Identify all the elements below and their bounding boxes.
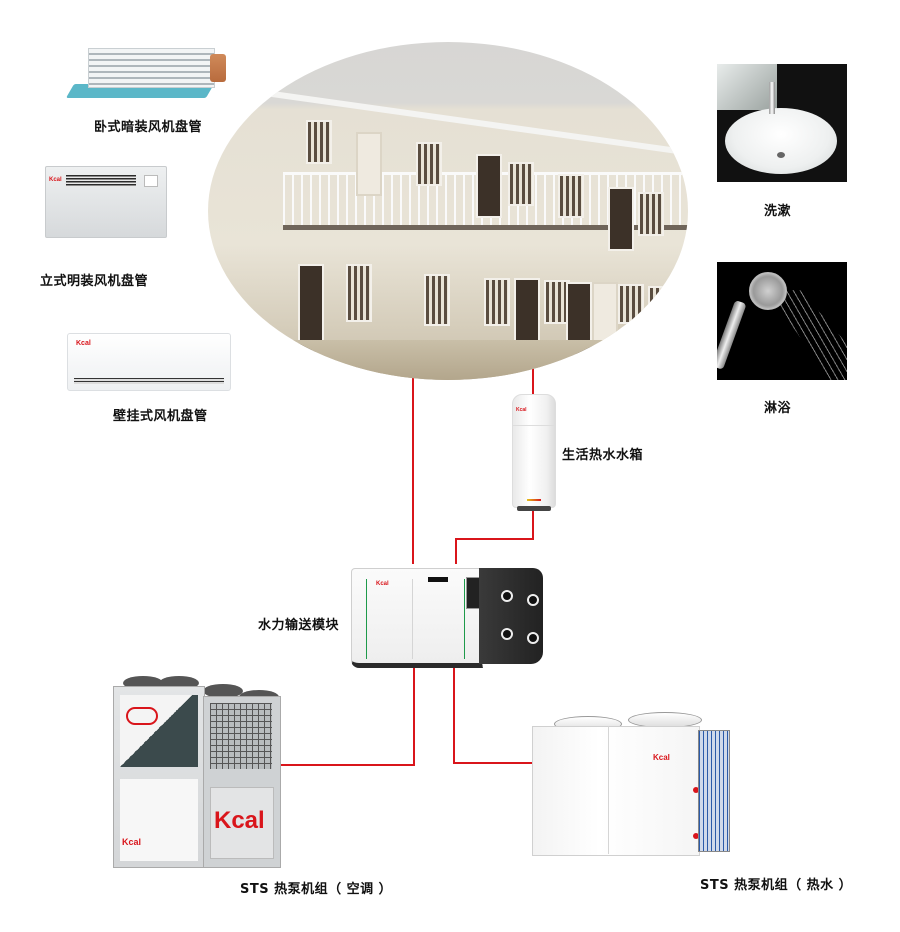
- brand-logo: Kcal: [49, 177, 62, 183]
- hot-water-tank-label: 生活热水水箱: [562, 448, 644, 463]
- module-front-panel: Kcal: [351, 568, 483, 668]
- door: [608, 187, 634, 251]
- brand-logo: Kcal: [653, 753, 670, 762]
- valve: [693, 787, 699, 793]
- tank-seam: [513, 425, 555, 426]
- hydraulic-module-label: 水力输送模块: [258, 618, 340, 633]
- ground: [208, 340, 688, 380]
- door-split: [412, 579, 413, 659]
- shower-handle: [717, 299, 747, 370]
- dormitory-building-image: [208, 42, 688, 380]
- mirror: [717, 64, 777, 110]
- concealed-fan-coil-image: [65, 48, 230, 98]
- wash-label: 洗漱: [764, 204, 792, 219]
- brand-logo: Kcal: [122, 837, 142, 847]
- pipe-module-to-ac-h: [277, 764, 415, 766]
- door: [356, 132, 382, 196]
- window: [416, 142, 442, 186]
- window: [424, 274, 450, 326]
- heat-pump-hot-water-image: Kcal: [532, 712, 730, 856]
- heat-pump-body: Kcal: [532, 726, 700, 856]
- pipe-module-to-hw-v: [453, 662, 455, 764]
- window: [648, 286, 674, 324]
- brand-logo: Kcal: [376, 581, 389, 587]
- window: [346, 264, 372, 322]
- pipe-building-to-tank: [532, 366, 534, 396]
- door: [298, 264, 324, 352]
- tank-feet: [517, 506, 551, 511]
- pipe-port: [527, 594, 539, 606]
- heat-pump-hot-water-label: STS 热泵机组（ 热水 ）: [700, 878, 853, 893]
- module-side-panel: [479, 568, 543, 664]
- pipe-port: [501, 628, 513, 640]
- roof-edge: [208, 82, 688, 162]
- green-trim: [464, 579, 465, 659]
- pipe-tank-to-module-v2: [455, 538, 457, 564]
- shower-image: [717, 262, 847, 380]
- display-panel: [428, 577, 448, 582]
- panel-divider: [608, 726, 609, 854]
- evaporator-coil: [698, 730, 730, 852]
- coil-body: [88, 48, 215, 88]
- brand-logo: Kcal: [516, 407, 527, 413]
- valve: [693, 833, 699, 839]
- brand-logo: Kcal: [76, 340, 91, 347]
- concealed-fan-coil-label: 卧式暗装风机盘管: [94, 120, 203, 135]
- pipe-tank-to-module-h: [455, 538, 534, 540]
- pipe-building-to-module: [412, 378, 414, 564]
- pipe-module-to-ac-v: [413, 662, 415, 766]
- window: [306, 120, 332, 164]
- floor-fan-coil-image: Kcal: [45, 166, 167, 238]
- heat-pump-side: Kcal: [203, 696, 281, 868]
- air-grille: [66, 175, 136, 187]
- side-panel: [210, 787, 274, 859]
- heat-pump-ac-image: Kcal Kcal: [113, 676, 281, 872]
- window: [508, 162, 534, 206]
- basin: [725, 108, 837, 174]
- window: [484, 278, 510, 326]
- fan-guard-mesh: [210, 703, 272, 769]
- copper-connectors: [210, 54, 226, 82]
- window: [638, 192, 664, 236]
- window: [618, 284, 644, 324]
- brand-logo-large: Kcal: [214, 807, 265, 834]
- pipe-tank-to-module-v1: [532, 506, 534, 540]
- green-trim: [366, 579, 367, 659]
- v-coil: [120, 695, 198, 767]
- shower-head-icon: [749, 272, 787, 310]
- wash-basin-image: [717, 64, 847, 182]
- indicator-strip: [527, 499, 541, 501]
- pipe-port: [527, 632, 539, 644]
- floor-fan-coil-label: 立式明装风机盘管: [40, 274, 149, 289]
- hydraulic-module-image: Kcal: [351, 562, 543, 668]
- lower-panel: [120, 779, 198, 861]
- pipe-port: [501, 590, 513, 602]
- viewing-window: [466, 577, 480, 609]
- infinity-logo-icon: [126, 707, 158, 725]
- faucet: [769, 82, 775, 114]
- shower-label: 淋浴: [764, 401, 792, 416]
- pipe-module-to-hw-h: [453, 762, 533, 764]
- heat-pump-front: Kcal: [113, 686, 205, 868]
- window: [558, 174, 584, 218]
- drain: [777, 152, 785, 158]
- wall-fan-coil-label: 壁挂式风机盘管: [113, 409, 208, 424]
- air-vent: [74, 378, 224, 384]
- heat-pump-ac-label: STS 热泵机组（ 空调 ）: [240, 882, 393, 897]
- fan-icon: [203, 684, 243, 698]
- wall-fan-coil-image: Kcal: [67, 333, 231, 391]
- hot-water-tank-image: Kcal: [512, 394, 556, 511]
- control-panel: [144, 175, 158, 187]
- door: [476, 154, 502, 218]
